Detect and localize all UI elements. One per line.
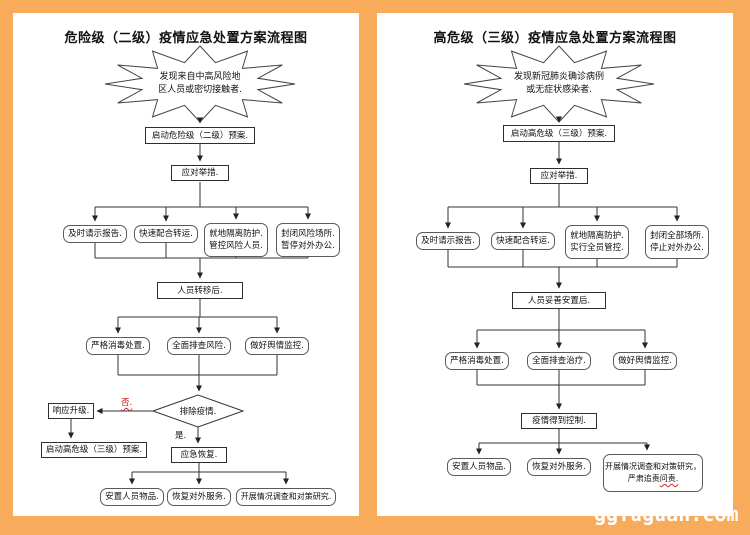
node-emergency-recovery: 应急恢复.: [171, 447, 227, 463]
decision-label: 排除疫情.: [179, 407, 217, 417]
node-opinion-monitor: 做好舆情监控.: [613, 352, 677, 370]
node-transfer-cooperate: 快速配合转运.: [491, 232, 555, 250]
node-risk-screening: 全面排查风险.: [167, 337, 231, 355]
node-start-level3-plan: 启动高危级（三级）预案.: [503, 125, 615, 142]
node-resettle: 安置人员物品.: [100, 488, 164, 506]
page-title-level3: 高危级（三级）疫情应急处置方案流程图: [433, 31, 677, 46]
burst-text: 发现新冠肺炎确诊病例 或无症状感染者.: [513, 72, 604, 95]
node-transfer-cooperate: 快速配合转运.: [134, 225, 198, 243]
node-response-measures: 应对举措.: [530, 168, 588, 184]
node-epidemic-controlled: 疫情得到控制.: [521, 413, 597, 429]
node-resume-service: 恢复对外服务.: [527, 458, 591, 476]
node-report: 及时请示报告.: [63, 225, 127, 243]
node-response-upgrade: 响应升级.: [48, 403, 94, 419]
page-title-level2: 危险级（二级）疫情应急处置方案流程图: [64, 31, 308, 46]
node-close-sites: 封闭风险场所. 暂停对外办公.: [276, 223, 340, 257]
decision-no-label: 否.: [121, 398, 133, 408]
starburst-shape: [104, 45, 296, 123]
node-report: 及时请示报告.: [416, 232, 480, 250]
node-resettle: 安置人员物品.: [447, 458, 511, 476]
starburst-shape: [463, 45, 655, 123]
decision-yes-label: 是.: [175, 431, 187, 441]
node-isolate-all-control: 就地隔离防护. 实行全员管控.: [565, 225, 629, 259]
node-disinfect: 严格消毒处置.: [86, 337, 150, 355]
flow-connectors: [445, 116, 680, 455]
node-isolate-control: 就地隔离防护. 管控风险人员.: [204, 223, 268, 257]
watermark-text: ggfuguan.com: [594, 502, 739, 526]
flow-connectors: [68, 117, 311, 485]
node-screen-treat: 全面排查治疗.: [527, 352, 591, 370]
node-resume-service: 恢复对外服务.: [167, 488, 231, 506]
node-close-all-sites: 封闭全部场所. 停止对外办公.: [645, 225, 709, 259]
burst-text: 发现来自中高风险地 区人员或密切接触者.: [158, 72, 242, 95]
node-disinfect: 严格消毒处置.: [445, 352, 509, 370]
node-start-level3-plan: 启动高危级（三级）预案.: [41, 442, 147, 458]
node-response-measures: 应对举措.: [171, 165, 229, 181]
node-investigation: 开展情况调查和对策研究.: [236, 488, 336, 506]
node-after-settlement: 人员妥善安置后.: [512, 292, 606, 309]
node-start-level2-plan: 启动危险级（二级）预案.: [145, 127, 255, 144]
node-investigation-accountability: 开展情况调查和对策研究， 严肃追责问责.: [603, 454, 703, 492]
node-after-transfer: 人员转移后.: [157, 282, 243, 299]
node-opinion-monitor: 做好舆情监控.: [245, 337, 309, 355]
flowchart-page-level2: 危险级（二级）疫情应急处置方案流程图 发现来自中高风险地 区人员或密切接触者.: [13, 13, 359, 516]
flowchart-page-level3: 高危级（三级）疫情应急处置方案流程图 发现新冠肺炎确诊病例 或无症状感染者.: [377, 13, 733, 516]
decision-diamond: [151, 394, 245, 428]
